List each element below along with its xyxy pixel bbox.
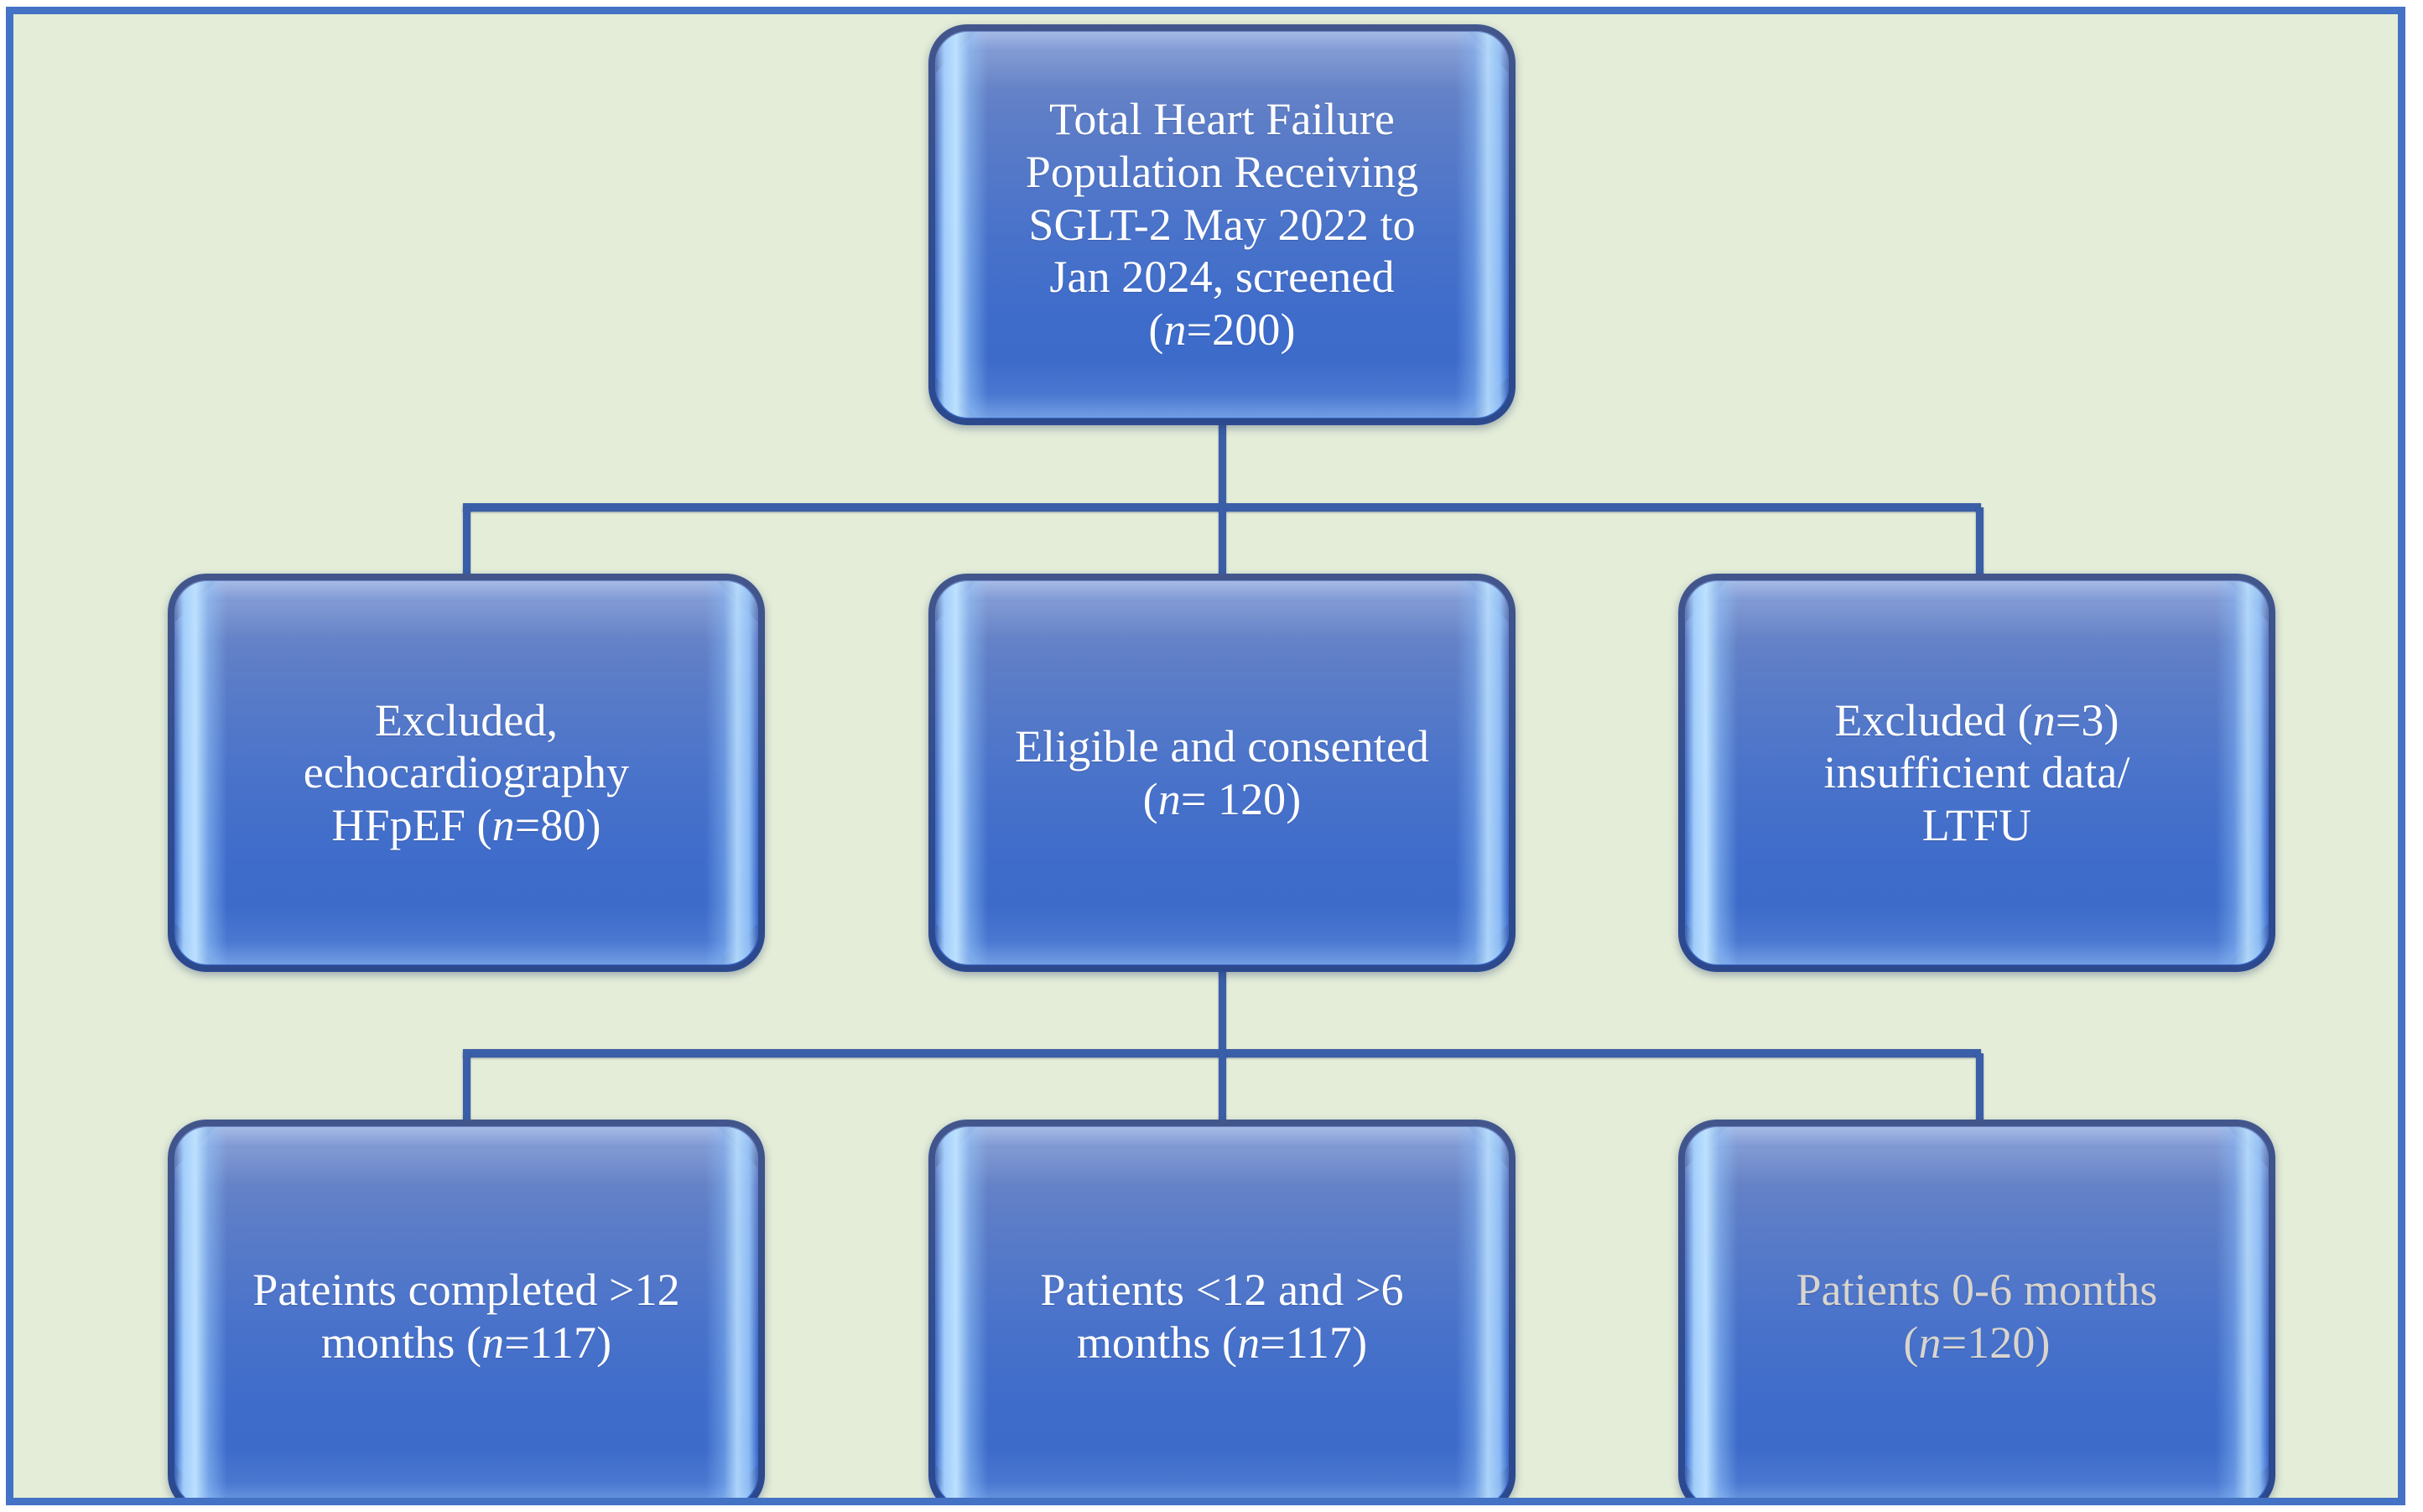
node-eligible-and-consented[interactable]: Eligible and consented(n= 120) <box>928 574 1516 972</box>
label-n-value: =117) <box>1260 1317 1368 1368</box>
label-line: months ( <box>320 1317 482 1368</box>
label-n-italic: n <box>1163 304 1187 355</box>
node-label-excluded-insufficient-data-ltfu: Excluded (n=3)insufficient data/LTFU <box>1720 694 2233 852</box>
label-line: echocardiography <box>303 747 630 798</box>
label-n-value: =3) <box>2055 694 2119 746</box>
label-n-italic: n <box>1237 1317 1261 1368</box>
label-paren-open: ( <box>1903 1317 1919 1368</box>
label-n-italic: n <box>1157 773 1181 824</box>
node-label-patients-0-to-6-months: Patients 0-6 months(n=120) <box>1720 1264 2233 1369</box>
label-n-italic: n <box>491 799 515 850</box>
connector-drop-to-0-6-months <box>1976 1053 1984 1125</box>
label-line: Excluded ( <box>1834 694 2033 746</box>
label-line: SGLT-2 May 2022 to <box>1028 199 1416 250</box>
label-n-value: =117) <box>504 1317 612 1368</box>
node-patients-0-to-6-months[interactable]: Patients 0-6 months(n=120) <box>1678 1120 2275 1498</box>
label-n-italic: n <box>1918 1317 1942 1368</box>
label-line: Jan 2024, screened <box>1049 252 1395 303</box>
label-line: months ( <box>1076 1317 1238 1368</box>
connector-drop-to-gt12-months <box>463 1053 471 1125</box>
label-paren-open: ( <box>1142 773 1158 824</box>
label-line: Eligible and consented <box>1014 720 1430 772</box>
node-excluded-insufficient-data-ltfu[interactable]: Excluded (n=3)insufficient data/LTFU <box>1678 574 2275 972</box>
label-line: Patients 0-6 months <box>1796 1265 2158 1316</box>
label-line: Total Heart Failure <box>1049 94 1395 145</box>
label-line: insufficient data/ <box>1823 747 2130 798</box>
label-n-italic: n <box>481 1317 505 1368</box>
connector-drop-to-eligible <box>1219 507 1226 579</box>
label-line: Patients <12 and >6 <box>1040 1265 1404 1316</box>
label-line: Excluded, <box>374 694 559 746</box>
label-n-value: =80) <box>514 799 601 850</box>
label-n-italic: n <box>2032 694 2056 746</box>
connector-top-stem <box>1219 420 1226 509</box>
label-line: HFpEF ( <box>331 799 492 850</box>
label-line: Population Receiving <box>1025 147 1419 198</box>
label-n-value: =120) <box>1941 1317 2051 1368</box>
label-line: Pateints completed >12 <box>252 1265 680 1316</box>
label-paren-open: ( <box>1148 304 1164 355</box>
label-n-value: = 120) <box>1180 773 1302 824</box>
connector-drop-to-excluded-ltfu <box>1976 507 1984 579</box>
node-label-eligible-and-consented: Eligible and consented(n= 120) <box>970 720 1474 825</box>
label-line: LTFU <box>1921 799 2032 850</box>
connector-drop-to-excluded-echo <box>463 507 471 579</box>
connector-drop-to-6-12-months <box>1219 1053 1226 1125</box>
label-n-value: =200) <box>1186 304 1296 355</box>
connector-eligible-stem <box>1219 967 1226 1056</box>
